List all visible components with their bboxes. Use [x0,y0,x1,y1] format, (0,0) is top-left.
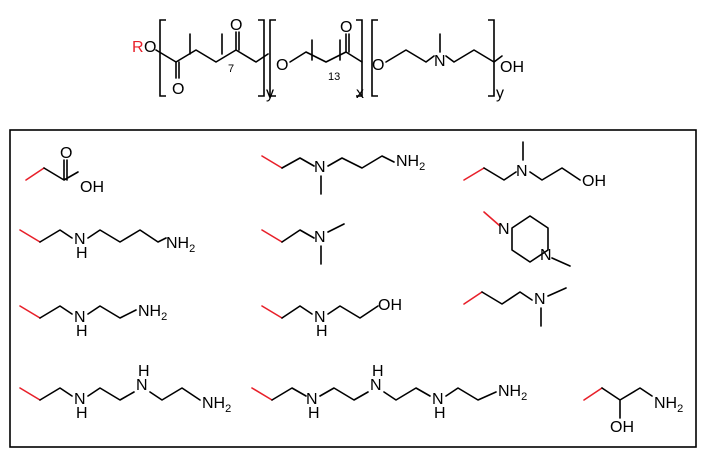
substituent-2: N NH2 [261,153,425,195]
skeleton [43,159,79,181]
amine-n-3: N [432,391,444,408]
amine-h-3: H [434,405,446,422]
substituent-9: N [463,287,567,327]
amine-n: N [516,163,528,180]
attachment-bond [483,211,501,227]
bracket-close-2 [356,19,363,97]
skeleton [483,141,581,181]
ch2-bracket-1 [189,33,223,55]
amine-h: H [76,245,88,262]
substituent-10: H N H N NH2 [19,363,231,422]
bracket-open-2 [269,19,276,97]
hydroxyl: OH [80,179,104,196]
carbonyl-oxygen: O [60,145,72,162]
polymer-backbone: R O O 7 O y O 13 O x O N y OH [132,17,524,102]
bracket-close-3 [488,19,495,97]
substituent-7: H N NH2 [19,303,167,340]
attachment-bond [261,305,283,319]
amine-h-2: H [138,363,150,380]
repeat-label-x: x [356,85,364,102]
attachment-bond [19,387,41,401]
amine-n-1: N [74,391,86,408]
piperazine-ring [511,215,571,267]
skeleton [271,387,497,401]
skeleton [39,387,201,401]
attachment-bond [463,291,483,305]
amine-n: N [534,291,546,308]
terminal-amine: NH2 [396,153,425,173]
r-group-label: R [132,39,144,56]
attachment-bond [261,155,283,169]
amine-n: N [314,309,326,326]
carbonyl-oxygen-3: O [340,19,352,36]
amine-h-1: H [76,405,88,422]
chain-oxygen: O [372,57,384,74]
substituent-1: O OH [25,145,104,196]
ch2-bracket-2 [311,39,341,61]
attachment-bond [261,229,283,243]
amine-n: N [74,309,86,326]
hydroxyl: OH [610,419,634,436]
attachment-bond [25,167,45,181]
substituent-3: N OH [463,141,606,190]
amine-h: H [76,323,88,340]
amine-n: N [314,229,326,246]
bracket-open-3 [371,19,378,97]
skeleton [39,229,167,243]
amine-h: H [316,323,328,340]
subscript-13: 13 [328,71,340,83]
terminal-amine: NH2 [654,395,683,415]
azelate-chain [155,49,269,63]
amine-n-2: N [136,377,148,394]
skeleton [281,305,379,319]
substituent-frame [9,129,697,448]
skeleton [481,287,567,327]
ester-oxygen-label: O [144,39,156,56]
bracket-close-1 [258,19,265,97]
substituent-8: H N OH [261,297,402,340]
carbonyl-oxygen-1: O [172,81,184,98]
skeleton [281,155,395,195]
amine-h-1: H [308,405,320,422]
attachment-bond [251,387,273,401]
ring-oxygen-1: O [276,57,288,74]
repeat-label-y-2: y [496,85,504,102]
terminal-amine: NH2 [498,383,527,403]
skeleton [281,223,345,265]
pdl-chain [289,51,363,63]
mdea-chain [385,49,503,63]
attachment-bond [19,305,41,319]
ring-n-1: N [498,221,510,238]
amine-nitrogen: N [434,53,446,70]
ring-n-2: N [540,247,552,264]
skeleton [601,387,653,419]
amine-n-1: N [306,391,318,408]
substituent-5: N [261,223,345,265]
substituent-6: N N [483,211,571,267]
amine-h-2: H [372,363,384,380]
subscript-7: 7 [228,63,234,75]
bracket-open-1 [159,19,166,97]
attachment-bond [583,387,603,401]
terminal-amine: NH2 [138,303,167,323]
hydroxyl: OH [378,297,402,314]
hydroxyl: OH [582,173,606,190]
substituent-4: H N NH2 [19,229,195,262]
terminal-amine: NH2 [202,395,231,415]
terminal-hydroxyl: OH [500,59,524,76]
skeleton [39,305,137,319]
attachment-bond [463,167,485,181]
amine-n: N [74,231,86,248]
substituent-11: H N H N H N NH2 [251,363,527,422]
attachment-bond [19,229,41,243]
amine-n-2: N [370,377,382,394]
substituent-12: NH2 OH [583,387,683,436]
terminal-amine: NH2 [166,235,195,255]
amine-n: N [314,159,326,176]
carbonyl-oxygen-2: O [230,17,242,34]
